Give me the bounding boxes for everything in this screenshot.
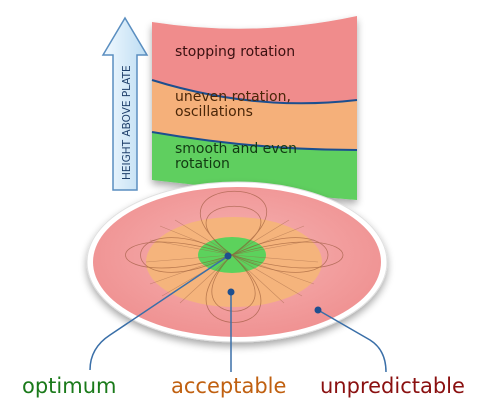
leader-unpredictable (317, 309, 387, 373)
band-label-smooth: smooth and even rotation (175, 141, 302, 172)
band-label-uneven: uneven rotation, oscillations (175, 89, 295, 120)
band-separator-2 (151, 131, 358, 151)
dot-optimum (224, 252, 232, 260)
label-unpredictable: unpredictable (320, 374, 465, 398)
band-separator-1 (151, 79, 358, 105)
height-axis-arrow: HEIGHT ABOVE PLATE (101, 16, 149, 191)
radial-lines (145, 219, 319, 304)
dot-acceptable (227, 288, 235, 296)
band-label-stopping: stopping rotation (175, 44, 295, 60)
label-optimum: optimum (22, 374, 117, 398)
label-acceptable: acceptable (171, 374, 287, 398)
leaders (89, 255, 387, 373)
leader-optimum (89, 255, 229, 371)
height-bands (151, 16, 358, 200)
height-axis-label: HEIGHT ABOVE PLATE (121, 65, 133, 180)
band-uneven-rotation (152, 80, 357, 150)
dot-unpredictable (314, 306, 322, 314)
band-stopping-rotation (152, 16, 357, 104)
plate-disk (86, 181, 388, 343)
field-lines (125, 190, 344, 323)
